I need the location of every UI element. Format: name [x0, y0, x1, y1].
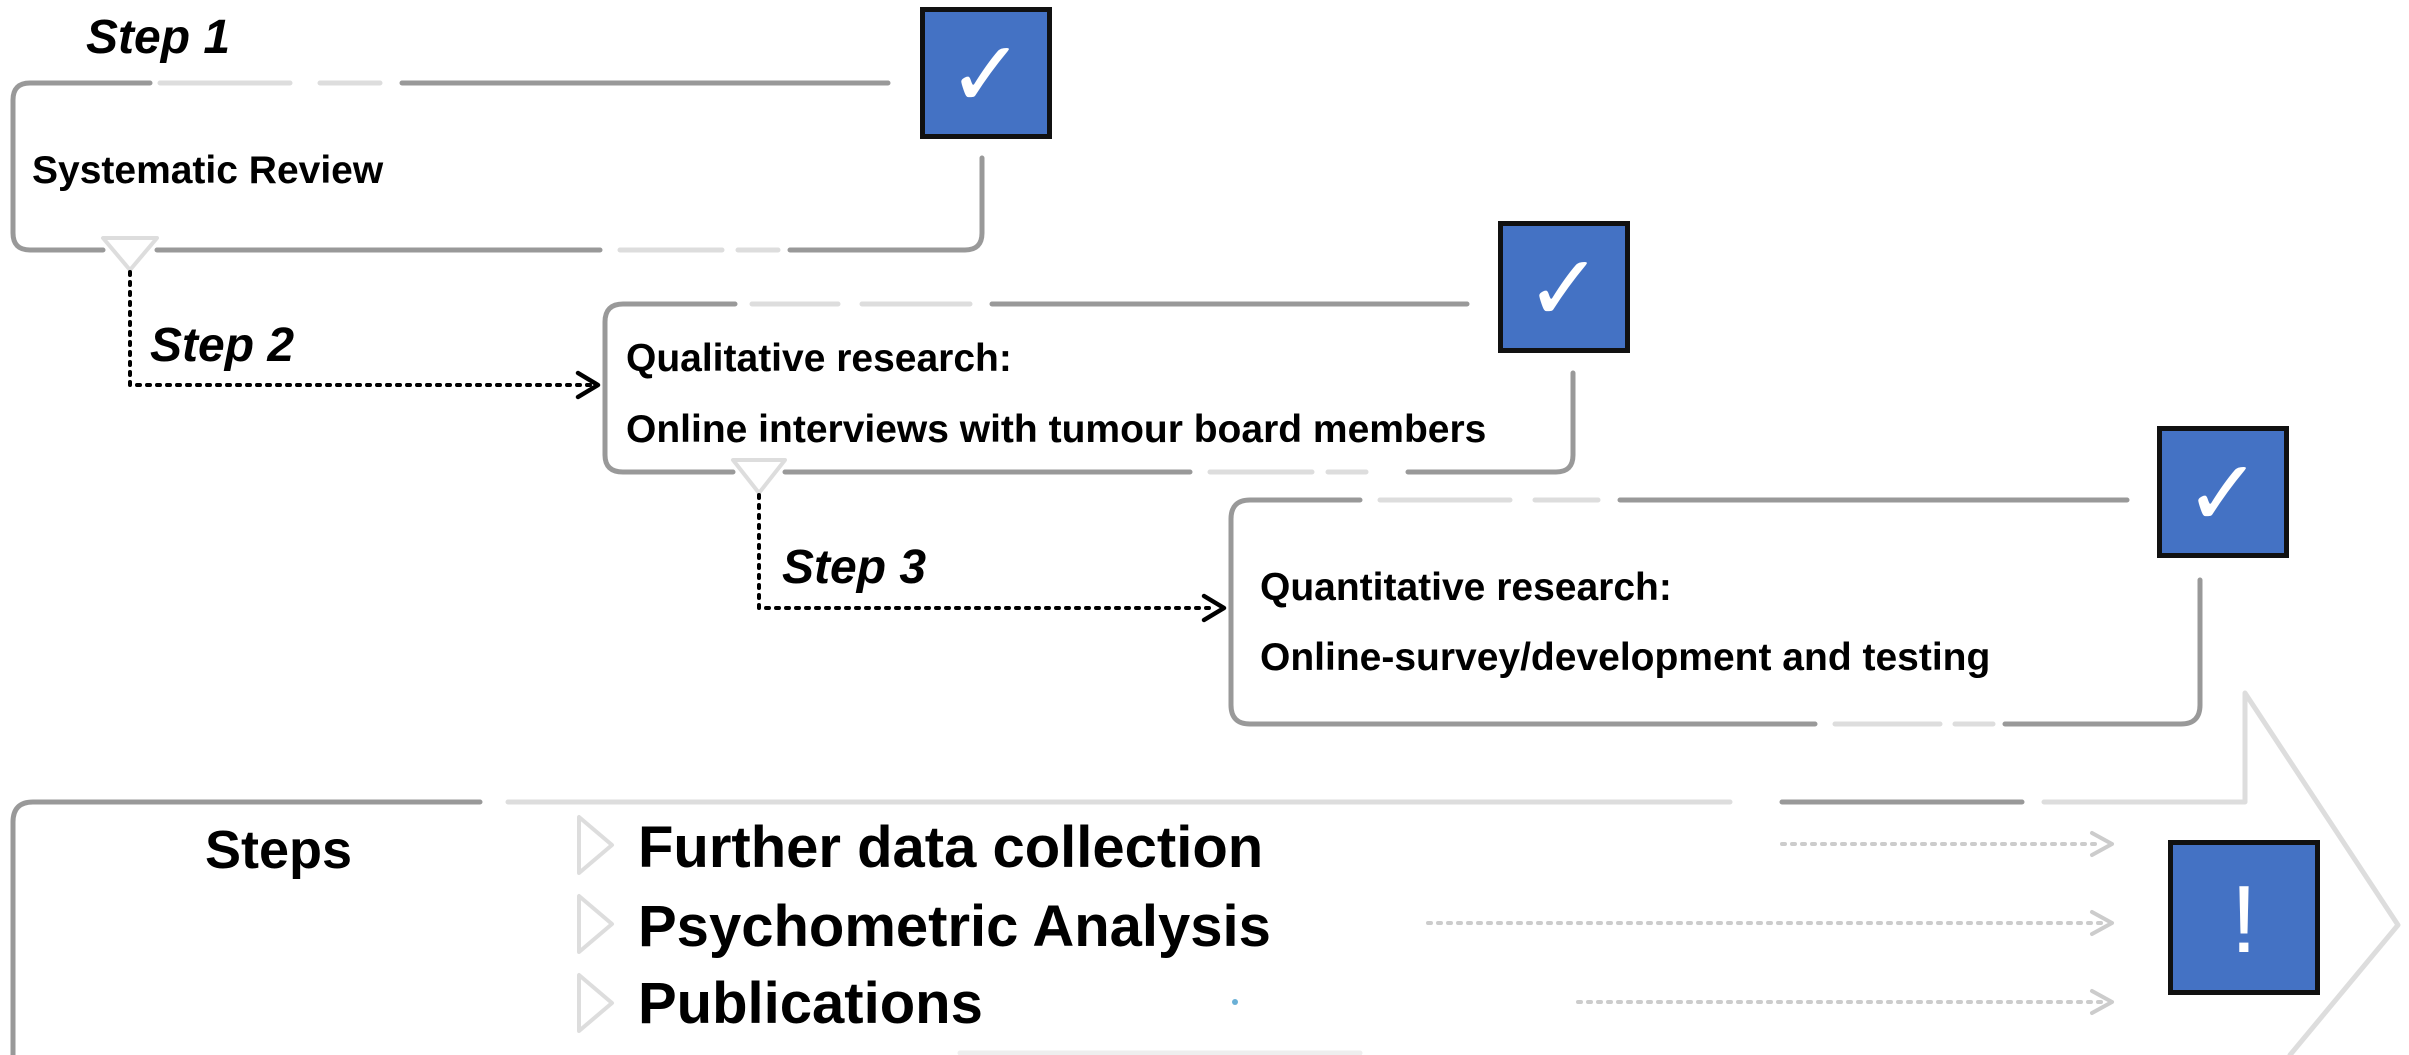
step-3-box — [1228, 497, 2203, 727]
connector-step-2-to-3 — [757, 493, 1227, 623]
play-triangle-icon — [577, 973, 614, 1033]
next-step-item: Further data collection — [638, 815, 1264, 880]
step-2-title: Qualitative research: — [626, 337, 1012, 380]
step-1-box — [10, 80, 985, 272]
exclamation-icon: ! — [2168, 840, 2320, 995]
stray-dot — [1232, 999, 1238, 1005]
step-3-label: Step 3 — [782, 541, 927, 594]
play-triangle-icon — [577, 815, 614, 875]
step-2-label: Step 2 — [150, 319, 295, 372]
step-3-subtitle: Online-survey/development and testing — [1260, 636, 1991, 679]
connector-step-1-to-2 — [128, 270, 601, 400]
step-2-subtitle: Online interviews with tumour board memb… — [626, 408, 1487, 451]
step-1-pointer — [101, 236, 159, 272]
checkmark-icon: ✓ — [1498, 221, 1630, 353]
play-triangle-icon — [577, 894, 614, 954]
step-1-title: Systematic Review — [32, 149, 384, 192]
step-1-label: Step 1 — [86, 11, 231, 64]
step-3-title: Quantitative research: — [1260, 566, 1672, 609]
next-steps-title: Steps — [205, 820, 353, 880]
item-bullets — [577, 815, 614, 1033]
step-2-box — [602, 301, 1576, 495]
next-steps-arrow — [10, 690, 2401, 1055]
item-arrows — [1426, 831, 2114, 1015]
checkmark-icon: ✓ — [2157, 426, 2289, 558]
step-2-pointer — [731, 458, 787, 495]
next-step-item: Publications — [638, 971, 983, 1036]
next-step-item: Psychometric Analysis — [638, 894, 1271, 959]
checkmark-icon: ✓ — [920, 7, 1052, 139]
